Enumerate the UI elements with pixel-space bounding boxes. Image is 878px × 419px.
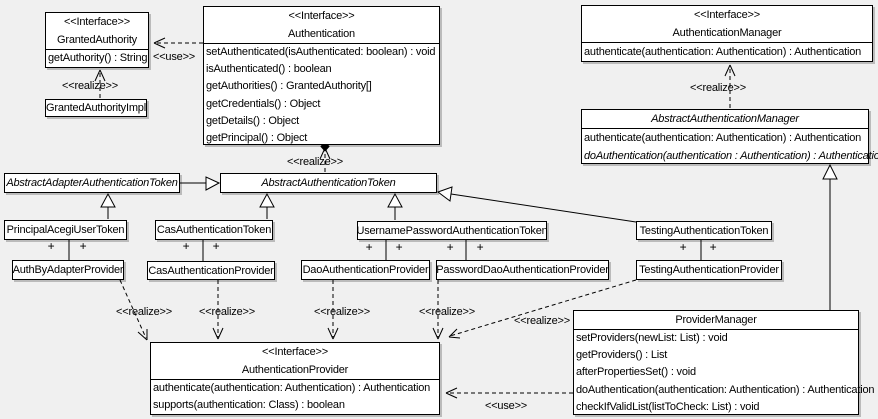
class-username-password-authentication-token: UsernamePasswordAuthenticationToken — [356, 221, 548, 240]
class-abstract-adapter-authentication-token: AbstractAdapterAuthenticationToken — [4, 173, 180, 193]
class-authentication-manager: <<Interface>> AuthenticationManager auth… — [581, 5, 873, 62]
class-password-dao-authentication-provider: PasswordDaoAuthenticationProvider — [436, 260, 609, 280]
class-testing-authentication-token: TestingAuthenticationToken — [636, 221, 772, 240]
method: getAuthorities() : GrantedAuthority[] — [206, 80, 372, 93]
class-cas-authentication-token: CasAuthenticationToken — [155, 220, 273, 240]
use-label: <<use>> — [484, 400, 528, 412]
method: isAuthenticated() : boolean — [206, 63, 332, 76]
class-name: TestingAuthenticationProvider — [639, 264, 779, 276]
class-name: GrantedAuthority — [57, 34, 137, 46]
class-name: AuthenticationProvider — [241, 364, 349, 376]
class-principal-acegi-user-token: PrincipalAcegiUserToken — [4, 220, 127, 240]
realize-label: <<realize>> — [690, 82, 746, 94]
multiplicity-label: + — [182, 239, 190, 253]
edge-gen-abstractadapter — [180, 176, 221, 191]
class-name: AuthenticationManager — [672, 27, 782, 39]
edge-gen-usernamepasswordtoken — [387, 192, 403, 220]
class-name: AbstractAuthenticationToken — [261, 177, 396, 189]
class-name: AbstractAuthenticationManager — [651, 113, 799, 125]
edge-realize-daoauthenticationprovider — [327, 280, 339, 340]
method: setProviders(newList: List) : void — [576, 332, 728, 344]
multiplicity-label: + — [709, 240, 717, 254]
class-granted-authority-impl: GrantedAuthorityImpl — [45, 99, 147, 117]
edge-gen-casauthenticationtoken — [259, 192, 275, 219]
class-auth-by-adapter-provider: AuthByAdapterProvider — [12, 260, 124, 280]
class-abstract-authentication-manager: AbstractAuthenticationManager authentica… — [581, 109, 878, 164]
class-name: PasswordDaoAuthenticationProvider — [436, 264, 609, 276]
edge-use-providermanager — [445, 387, 573, 399]
class-name: DaoAuthenticationProvider — [302, 264, 429, 276]
method: getCredentials() : Object — [206, 97, 321, 110]
realize-label: <<realize>> — [62, 80, 118, 92]
stereotype: <<Interface>> — [288, 10, 355, 22]
realize-label: <<realize>> — [419, 306, 475, 318]
method: checkIfValidList(listToCheck: List) : vo… — [576, 400, 760, 413]
multiplicity-label: + — [212, 239, 220, 253]
edge-realize-passworddaoprovider — [432, 280, 444, 340]
class-name: Authentication — [288, 28, 355, 40]
stereotype: <<Interface>> — [64, 16, 130, 28]
multiplicity-label: + — [47, 239, 55, 253]
class-cas-authentication-provider: CasAuthenticationProvider — [147, 261, 275, 280]
method: setAuthenticated(isAuthenticated: boolea… — [206, 46, 436, 58]
class-name: CasAuthenticationProvider — [148, 264, 274, 277]
realize-label: <<realize>> — [287, 156, 343, 168]
class-name: AuthByAdapterProvider — [12, 264, 124, 276]
edge-realize-casauthenticationprovider — [212, 280, 224, 340]
class-name: ProviderManager — [675, 314, 757, 326]
edge-use-authentication-grantedauthority — [153, 37, 203, 49]
edge-gen-testingauthenticationtoken — [436, 186, 637, 223]
class-name: TestingAuthenticationToken — [639, 224, 769, 237]
class-name: GrantedAuthorityImpl — [46, 102, 146, 114]
method: getDetails() : Object — [206, 114, 300, 127]
method: getProviders() : List — [576, 349, 668, 362]
realize-label: <<realize>> — [314, 306, 370, 318]
class-name: UsernamePasswordAuthenticationToken — [356, 224, 548, 237]
multiplicity-label: + — [365, 240, 373, 254]
method: getAuthority() : String — [48, 52, 148, 64]
realize-label: <<realize>> — [514, 315, 570, 327]
class-authentication: <<Interface>> Authentication setAuthenti… — [203, 6, 440, 145]
edge-realize-grantedauthorityimpl — [94, 69, 106, 98]
realize-label: <<realize>> — [116, 306, 172, 318]
class-provider-manager: ProviderManager setProviders(newList: Li… — [573, 310, 875, 415]
multiplicity-label: + — [446, 240, 454, 254]
multiplicity-label: + — [395, 240, 403, 254]
method: getPrincipal() : Object — [206, 132, 308, 145]
class-name: CasAuthenticationToken — [156, 224, 272, 236]
edge-realize-authbyadapterprovider — [119, 279, 148, 341]
stereotype: <<Interface>> — [694, 9, 760, 21]
class-dao-authentication-provider: DaoAuthenticationProvider — [301, 260, 430, 280]
class-authentication-provider: <<Interface>> AuthenticationProvider aut… — [150, 342, 440, 415]
edge-gen-providermanager — [822, 163, 838, 310]
method: afterPropertiesSet() : void — [576, 366, 696, 379]
method: doAuthentication(authentication : Authen… — [584, 150, 878, 162]
multiplicity-label: + — [476, 240, 484, 254]
edge-gen-principalacegiusertoken — [100, 192, 116, 219]
realize-label: <<realize>> — [199, 306, 255, 318]
stereotype: <<Interface>> — [262, 346, 328, 358]
class-granted-authority: <<Interface>> GrantedAuthority getAuthor… — [45, 12, 149, 68]
class-abstract-authentication-token: AbstractAuthenticationToken — [220, 173, 437, 193]
class-name: PrincipalAcegiUserToken — [6, 224, 125, 236]
method: authenticate(authentication: Authenticat… — [153, 382, 431, 394]
method: doAuthentication(authentication: Authent… — [576, 383, 875, 396]
multiplicity-label: + — [79, 239, 87, 253]
class-name: AbstractAdapterAuthenticationToken — [6, 177, 178, 189]
method: authenticate(authentication: Authenticat… — [584, 46, 862, 58]
class-testing-authentication-provider: TestingAuthenticationProvider — [636, 260, 782, 280]
edge-realize-testingauthenticationprovider — [448, 279, 637, 339]
method: supports(authentication: Class) : boolea… — [153, 399, 345, 411]
method: authenticate(authentication: Authenticat… — [584, 132, 862, 144]
multiplicity-label: + — [679, 240, 687, 254]
use-label: <<use>> — [152, 51, 196, 63]
edge-realize-abstractauthenticationmanager — [724, 64, 736, 108]
